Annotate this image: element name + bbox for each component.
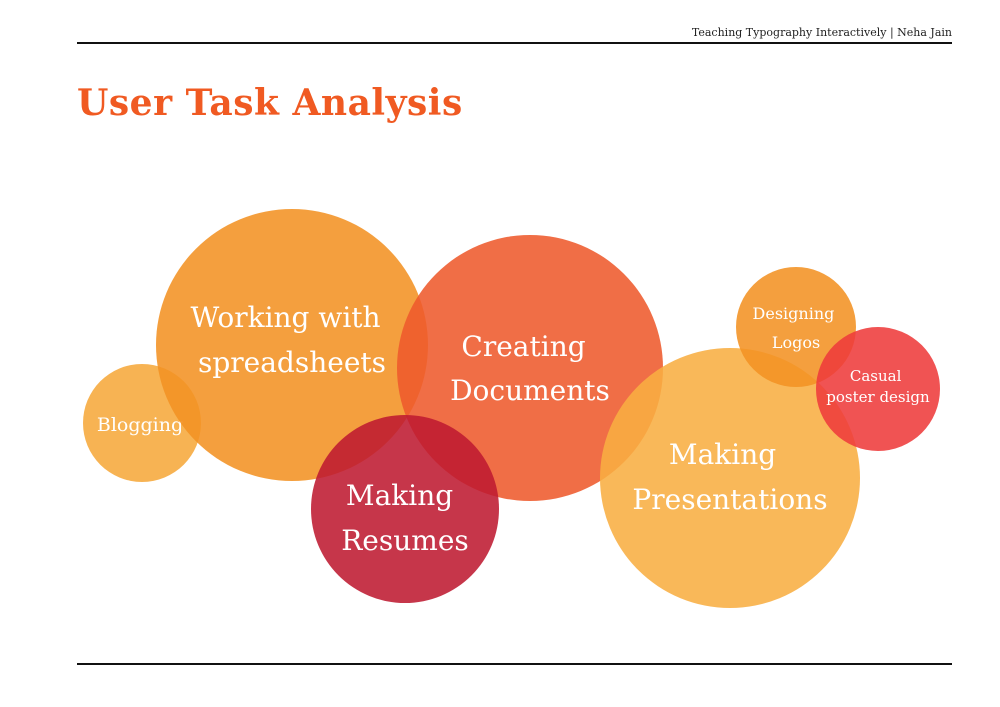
svg-text:Blogging: Blogging — [97, 414, 183, 436]
bubble-circle — [600, 348, 860, 608]
bubble-label: poster design — [826, 388, 930, 406]
bubble-poster: Casual poster design — [816, 327, 940, 451]
bubble-label: Casual — [850, 367, 902, 385]
svg-text:Designing Logos: Designing Logos — [753, 304, 840, 352]
svg-text:Casual poster design: Casual poster design — [826, 367, 930, 406]
svg-text:Making Resumes: Making Resumes — [341, 479, 469, 557]
bubble-label: Logos — [772, 333, 820, 352]
svg-text:Making Presentations: Making Presentations — [632, 438, 827, 516]
bottom-divider — [77, 663, 952, 665]
bubble-spreadsheets: Working with spreadsheets — [156, 209, 428, 481]
bubble-label: Presentations — [632, 483, 827, 516]
bubble-circle — [816, 327, 940, 451]
bubble-label: Documents — [450, 374, 610, 407]
bubble-circle — [156, 209, 428, 481]
bubble-presentations: Making Presentations — [600, 348, 860, 608]
bubble-label: spreadsheets — [198, 346, 386, 379]
bubble-label: Working with — [190, 301, 380, 334]
bubble-label: Designing — [753, 304, 835, 323]
page-title: User Task Analysis — [77, 82, 463, 124]
bubble-resumes: Making Resumes — [311, 415, 499, 603]
bubble-label: Making — [669, 438, 776, 471]
bubble-circle — [311, 415, 499, 603]
header-caption: Teaching Typography Interactively | Neha… — [691, 26, 952, 39]
bubble-label: Blogging — [97, 414, 183, 436]
svg-text:Creating Documents: Creating Documents — [450, 330, 610, 407]
bubble-label: Resumes — [341, 524, 469, 557]
top-divider — [77, 42, 952, 44]
bubble-documents: Creating Documents — [397, 235, 663, 501]
bubble-label: Making — [346, 479, 453, 512]
svg-text:Working with spreadsheet: Working with spreadsheets — [190, 301, 389, 379]
bubble-circle — [397, 235, 663, 501]
bubble-label: Creating — [461, 330, 585, 363]
